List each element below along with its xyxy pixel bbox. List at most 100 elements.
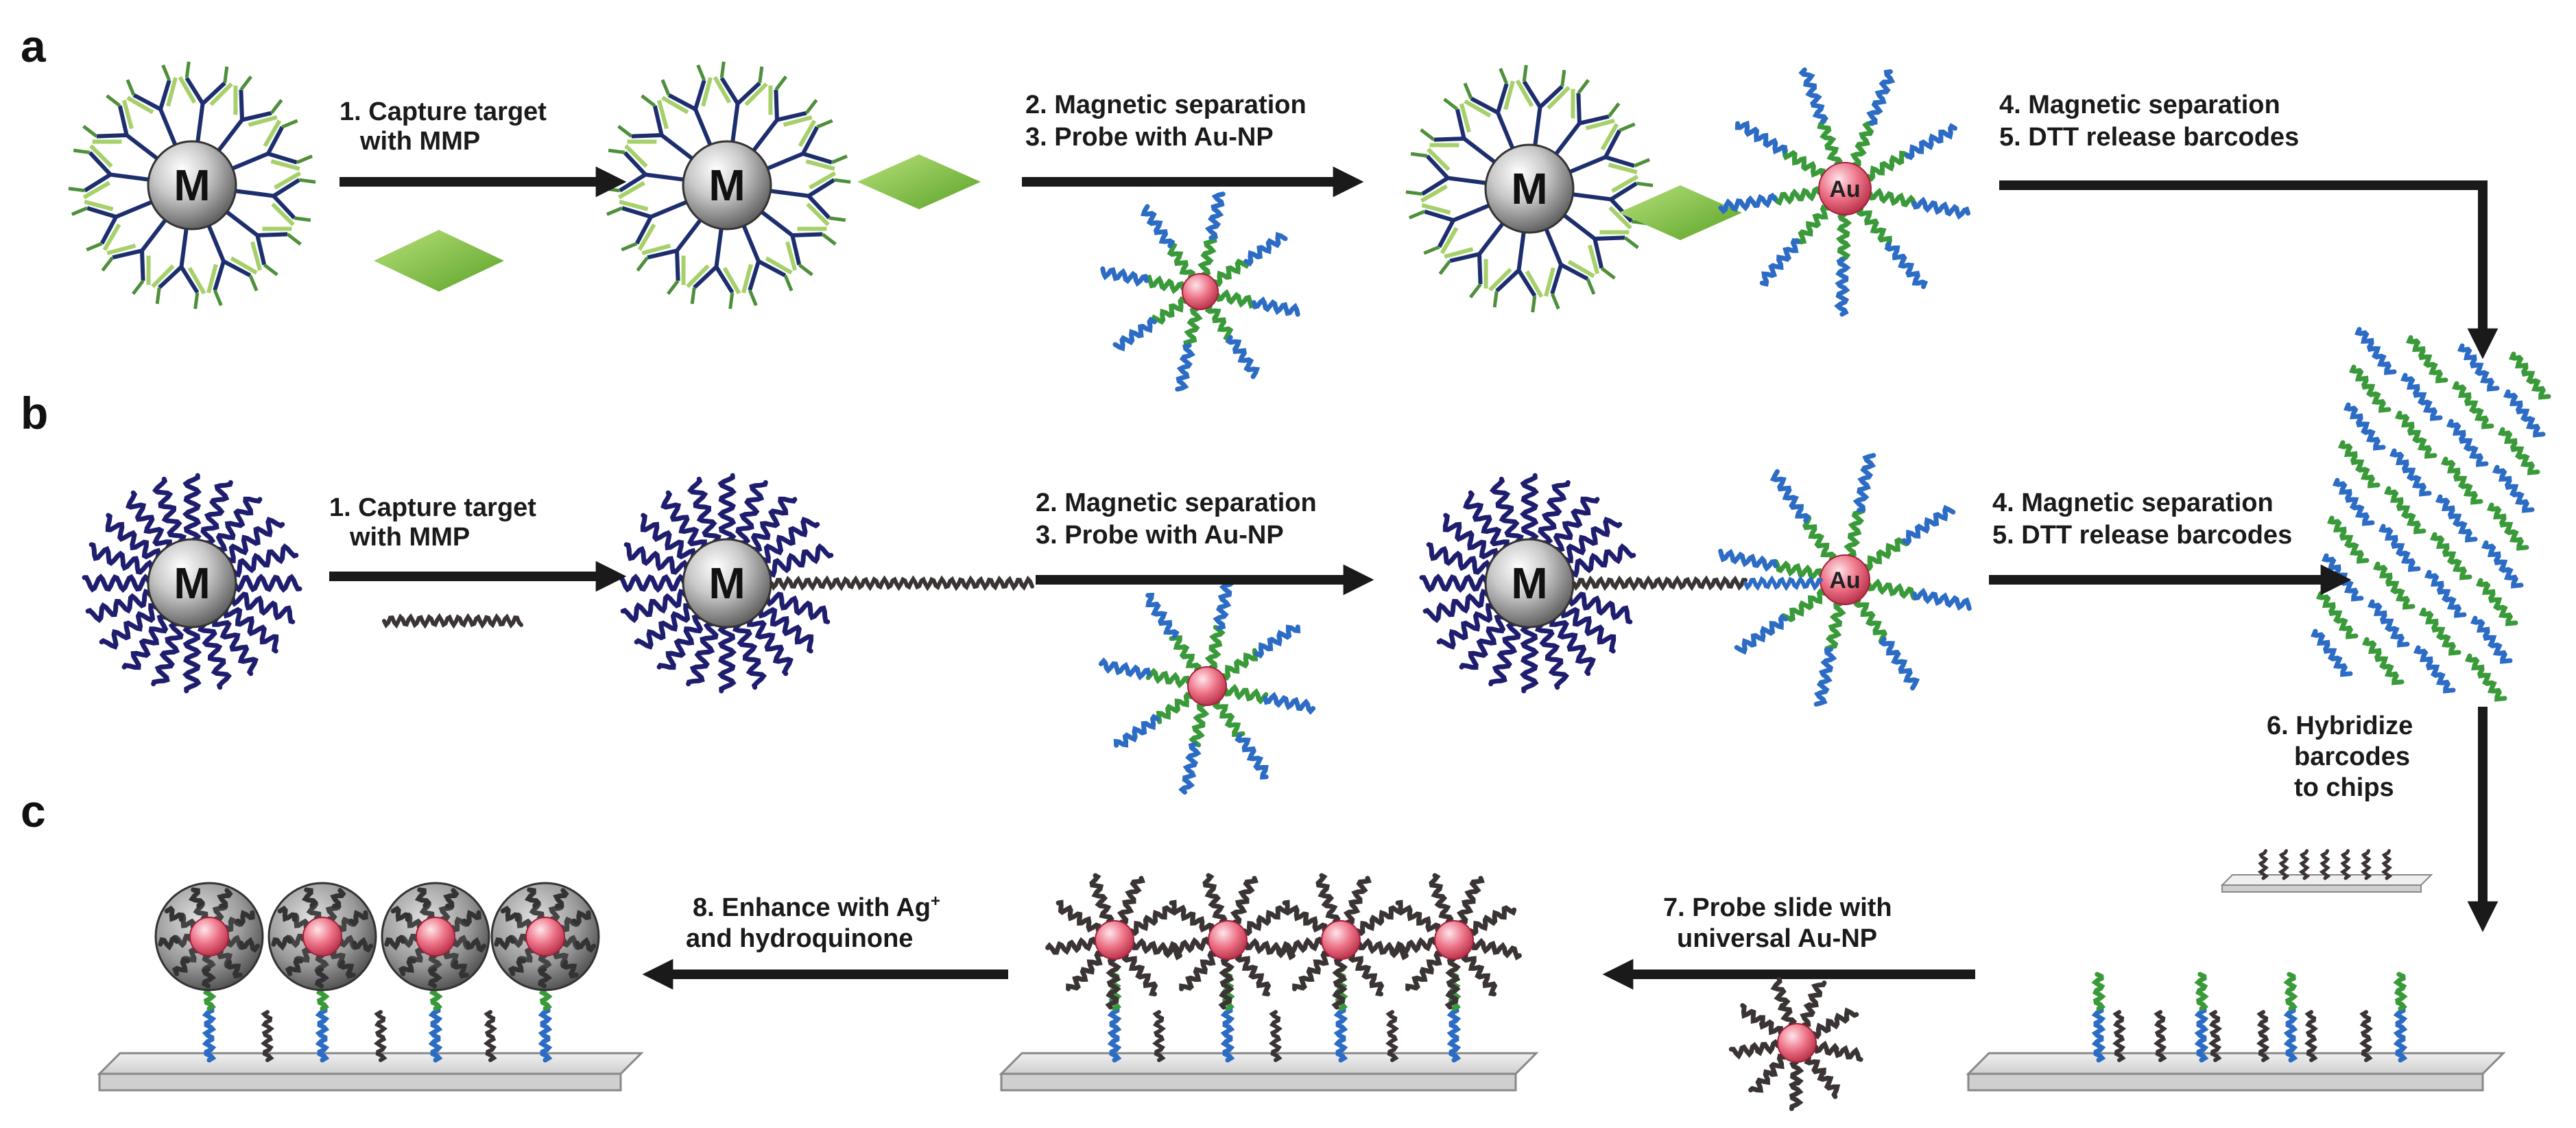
barcode-strand (2503, 389, 2546, 438)
barcode-strand (2383, 486, 2426, 534)
oligo-magnetic-bead-with-target: M (617, 473, 834, 694)
probe-strand-inner (1863, 537, 1909, 572)
probe-strand-inner (1755, 1039, 1780, 1057)
dna-target-strand (770, 575, 1034, 591)
capture-oligo (1419, 574, 1490, 593)
capture-oligo (1459, 613, 1507, 670)
probe-strand-outer (524, 887, 541, 908)
probe-strand-outer (451, 959, 469, 979)
probe-strand-inner (1144, 274, 1185, 294)
probe-strand-outer (427, 967, 443, 989)
probe-strand-outer (1901, 504, 1956, 546)
capture-strand (2359, 1010, 2373, 1062)
capture-oligo (1463, 490, 1510, 552)
probe-strand-outer (1145, 592, 1180, 639)
barcode-hybrid (2091, 1006, 2106, 1063)
probe-strand-inner (1445, 956, 1462, 983)
barcode-strand (2315, 591, 2359, 639)
barcode-strand (2486, 502, 2529, 551)
probe-strand-outer (537, 967, 553, 989)
capture-oligo (1567, 543, 1636, 578)
probe-strand-outer (1169, 900, 1196, 921)
capture-strand (2339, 849, 2352, 880)
capture-oligo (732, 621, 767, 690)
chip-silver-enhanced (97, 882, 644, 1092)
barcode-strand (2470, 615, 2513, 664)
capture-oligo (1436, 603, 1498, 650)
probe-strand-outer (1475, 970, 1498, 997)
barcode-strand (2361, 637, 2405, 685)
probe-strand-inner (1235, 952, 1259, 974)
barcode-strand (2367, 599, 2410, 648)
dna-target-strand (1572, 575, 1748, 591)
barcode-strand (2413, 645, 2456, 694)
probe-strand-inner (294, 913, 309, 929)
panel-label-a: a (21, 21, 47, 71)
probe-strand-outer (1112, 316, 1157, 352)
capture-strand (2257, 849, 2269, 880)
probe-strand-inner (1758, 1019, 1784, 1035)
chip-with-universal-probes (999, 873, 1539, 1092)
probe-strand-outer (1798, 67, 1828, 124)
probe-strand-inner (438, 905, 454, 921)
capture-oligo (126, 490, 172, 552)
probe-strand-outer (1444, 978, 1461, 1010)
probe-strand-inner (1800, 1002, 1816, 1028)
probe-strand-outer (1331, 978, 1348, 1010)
capture-oligo (85, 589, 154, 624)
antibody (617, 94, 695, 161)
au-nanoparticle-bound: Au (1718, 67, 1970, 317)
probe-strand-inner (212, 905, 228, 921)
barcode-tail (2283, 972, 2298, 1011)
antibody (1562, 213, 1639, 280)
magnetic-bead (147, 538, 237, 628)
probe-strand-inner (1357, 937, 1383, 954)
capture-oligo (222, 605, 279, 654)
antibody-magnetic-bead-sandwich: M (1405, 64, 1654, 313)
row-a: M M M Au 1. Capture target with MMP 2. M… (68, 61, 2499, 392)
capture-strand (2278, 849, 2290, 880)
capture-oligo (82, 574, 152, 593)
probe-strand-inner (1777, 1002, 1798, 1027)
magnetic-bead (682, 140, 772, 231)
probe-strand-outer (465, 937, 487, 953)
universal-au-probe-bound (1045, 873, 1182, 1010)
probe-strand-outer (1351, 876, 1372, 905)
probe-strand-inner (1348, 952, 1372, 974)
capture-oligo (765, 543, 834, 578)
probe-strand-inner (1242, 914, 1266, 937)
capture-oligo (717, 623, 737, 694)
probe-strand-outer (1395, 900, 1422, 921)
antibody (741, 224, 794, 307)
probe-strand-inner (315, 953, 329, 972)
antibody (759, 209, 837, 277)
gold-nanoparticle (416, 917, 455, 956)
captured-target-sandwich (1619, 185, 1742, 240)
probe-strand-outer (1852, 453, 1876, 513)
gold-nanoparticle (189, 917, 229, 956)
probe-strand-outer (1905, 123, 1957, 161)
probe-strand-inner (1303, 916, 1328, 933)
capture-oligo (640, 513, 697, 561)
probe-strand-inner (1332, 956, 1348, 983)
probe-strand-outer (1248, 970, 1272, 997)
probe-strand-outer (164, 905, 184, 922)
probe-strand-outer (1769, 469, 1811, 524)
barcode-strand (2418, 607, 2461, 656)
silver-enhanced-au-probe (494, 887, 597, 989)
barcode-hybrid (2194, 1006, 2209, 1063)
probe-strand-outer (1218, 978, 1235, 1010)
probe-strand-outer (1066, 967, 1090, 991)
probe-strand-outer (1833, 1045, 1863, 1062)
step8-line1: 8. Enhance with Ag+ (693, 892, 940, 922)
glass-slide (97, 1052, 644, 1075)
antibody (1553, 79, 1621, 156)
barcode-hybrid (538, 1006, 553, 1063)
capture-oligo (214, 496, 263, 553)
barcode-strand (2394, 410, 2437, 459)
probe-strand-inner (1212, 699, 1245, 738)
probe-strand-inner (1866, 578, 1916, 600)
capture-strand (1152, 1010, 1166, 1062)
capture-oligo (623, 542, 689, 575)
probe-strand-outer (398, 957, 416, 976)
